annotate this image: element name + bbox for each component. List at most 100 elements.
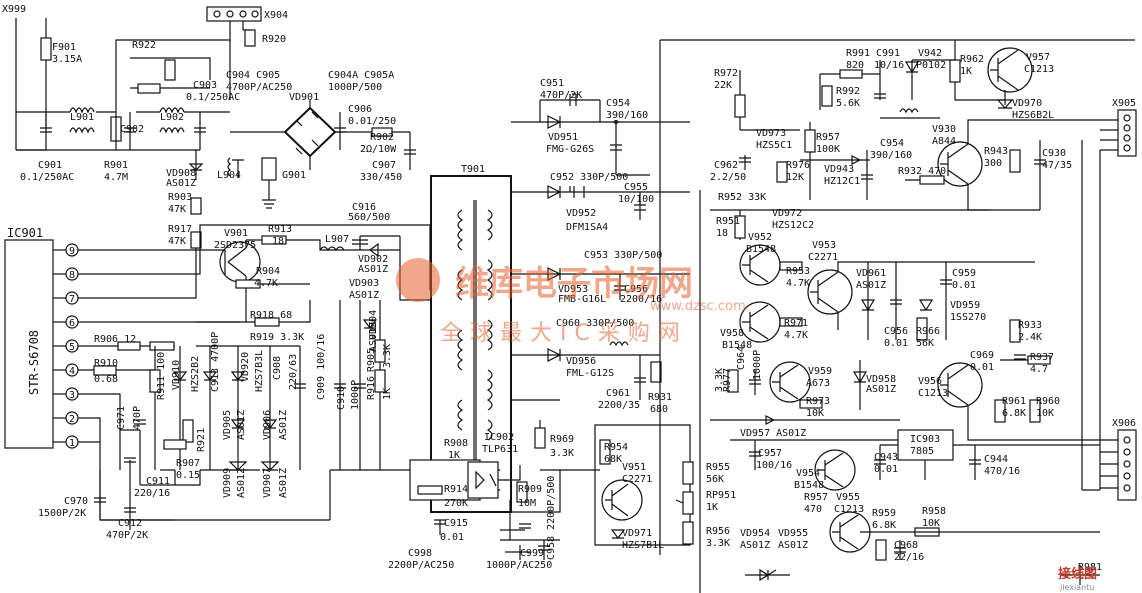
component-label-rp951a: RP951 [706,490,736,501]
ic901-pin-number: 6 [69,318,75,329]
component-label-r916a: R916 [366,376,377,400]
component-label-vd904a: VD904 [368,310,379,340]
component-label-v957b: C1213 [1024,64,1054,75]
component-label-r908a: R908 [444,438,468,449]
secondary-section [511,93,690,471]
component-label-c904d: 1000P/500 [328,82,382,93]
right-section [659,39,1137,593]
component-label-r954b: 68K [604,454,622,465]
component-label-vd905b: AS01Z [236,410,247,440]
component-label-l904: L904 [217,170,241,181]
component-label-c916a: C916 [352,202,376,213]
component-label-c955a: C955 [624,182,648,193]
component-label-r901a: R901 [104,160,128,171]
component-label-c999a: C999 [520,548,544,559]
component-label-r907a: R907 [176,458,200,469]
component-label-r951b: 18 [716,228,728,239]
connector-x904-label: X904 [264,10,288,21]
header-label: X999 [2,4,26,15]
component-label-c968b: 22/16 [894,552,924,563]
watermark-bottom-right-url: jiexiantu [1059,583,1094,592]
component-label-c971b: 470P [132,406,143,430]
component-label-vd970b: HZS6B2L [1012,110,1054,121]
component-label-c971a: C971 [116,406,127,430]
component-label-vd910b: HZS2B2 [190,356,201,392]
component-label-vd955a: VD955 [778,528,808,539]
component-label-vd943b: HZ12C1 [824,176,860,187]
component-label-c943a: C943 [874,452,898,463]
transformer-t901 [430,175,512,513]
component-label-r957b: 470 [804,504,822,515]
component-label-v942a: V942 [918,48,942,59]
component-label-vd971b: HZS7B1L [622,540,664,551]
component-label-c952: C952 330P/500 [550,172,628,183]
ic901-pin-number: 5 [69,342,75,353]
component-label-f901a: F901 [52,42,76,53]
component-label-r904a: R904 [256,266,280,277]
component-label-vd973a: VD973 [756,128,786,139]
component-label-vd961a: VD961 [856,268,886,279]
component-label-r957ka: R957 [816,132,840,143]
component-label-vd953a: VD953 [558,284,588,295]
component-label-r931a: R931 [648,392,672,403]
component-label-c909: C909 100/16 [316,334,327,400]
component-label-r976a: R976 [786,160,810,171]
component-label-vd943a: VD943 [824,164,854,175]
component-label-r914b: 270K [444,498,468,509]
component-label-r902b: 2Ω/10W [360,144,397,155]
component-label-c902: C902 [120,124,144,135]
component-label-r977b: 3.3K [714,368,725,392]
component-label-vd906b: AS01Z [278,410,289,440]
ic901-pin-number: 1 [69,438,75,449]
ic901-pin-number: 2 [69,414,75,425]
component-label-c910a: C910 [336,386,347,410]
component-label-c904b: 4700P/AC250 [226,82,292,93]
component-label-r955a: R955 [706,462,730,473]
component-label-c911b: 220/16 [134,488,170,499]
component-label-vd952a: VD952 [566,208,596,219]
component-label-vd904b: AS01Z [368,322,379,352]
component-label-vd959b: 1SS270 [950,312,986,323]
connector-x906-label: X906 [1112,418,1136,429]
component-label-r901b: 4.7M [104,172,128,183]
component-label-v953a: V953 [812,240,836,251]
component-label-r907b: 0.15 [176,470,200,481]
component-label-c964b: 1000P [752,350,763,380]
component-label-r954a: R954 [604,442,628,453]
component-label-c901a: C901 [38,160,62,171]
component-label-r991v: 820 [846,60,864,71]
component-label-r957kb: 100K [816,144,840,155]
component-label-c954xb: 390/160 [870,150,912,161]
component-label-c961b: 2200/35 [598,400,640,411]
component-label-vd951b: FMG-G26S [546,144,594,155]
component-label-v952b: B1548 [746,244,776,255]
component-label-c991v: 10/16 [874,60,904,71]
component-label-l901: L901 [70,112,94,123]
component-label-r916b: 1K [382,388,393,400]
component-label-r959a: R959 [872,508,896,519]
component-label-c956b: 2200/16 [620,294,662,305]
component-label-vd920a: VD920 [240,352,251,382]
component-label-r908b: 1K [448,450,460,461]
component-label-vd952b: DFM1SA4 [566,222,608,233]
component-label-r956a: R956 [706,526,730,537]
watermark-brand: 维库电子市场网 [455,264,693,304]
component-label-r919: R919 3.3K [250,332,304,343]
component-label-r933a: R933 [1018,320,1042,331]
component-label-g901: G901 [282,170,306,181]
component-label-c970b: 1500P/2K [38,508,86,519]
component-label-v958b: B1548 [722,340,752,351]
component-label-r932: R932 470 [898,166,946,177]
component-label-r931b: 680 [650,404,668,415]
input-filter-section [15,6,416,252]
component-label-c962a: C962 [714,160,738,171]
component-label-ic902a: IC902 [484,432,514,443]
component-label-vd951a: VD951 [548,132,578,143]
component-label-r943b: 300 [984,158,1002,169]
ic901-pin-number: 4 [69,366,75,377]
component-label-r969a: R969 [550,434,574,445]
component-label-r914a: R914 [444,484,468,495]
component-label-r913b: 18 [272,236,284,247]
component-label-vd903b: AS01Z [349,290,379,301]
component-label-r973a: R973 [806,396,830,407]
